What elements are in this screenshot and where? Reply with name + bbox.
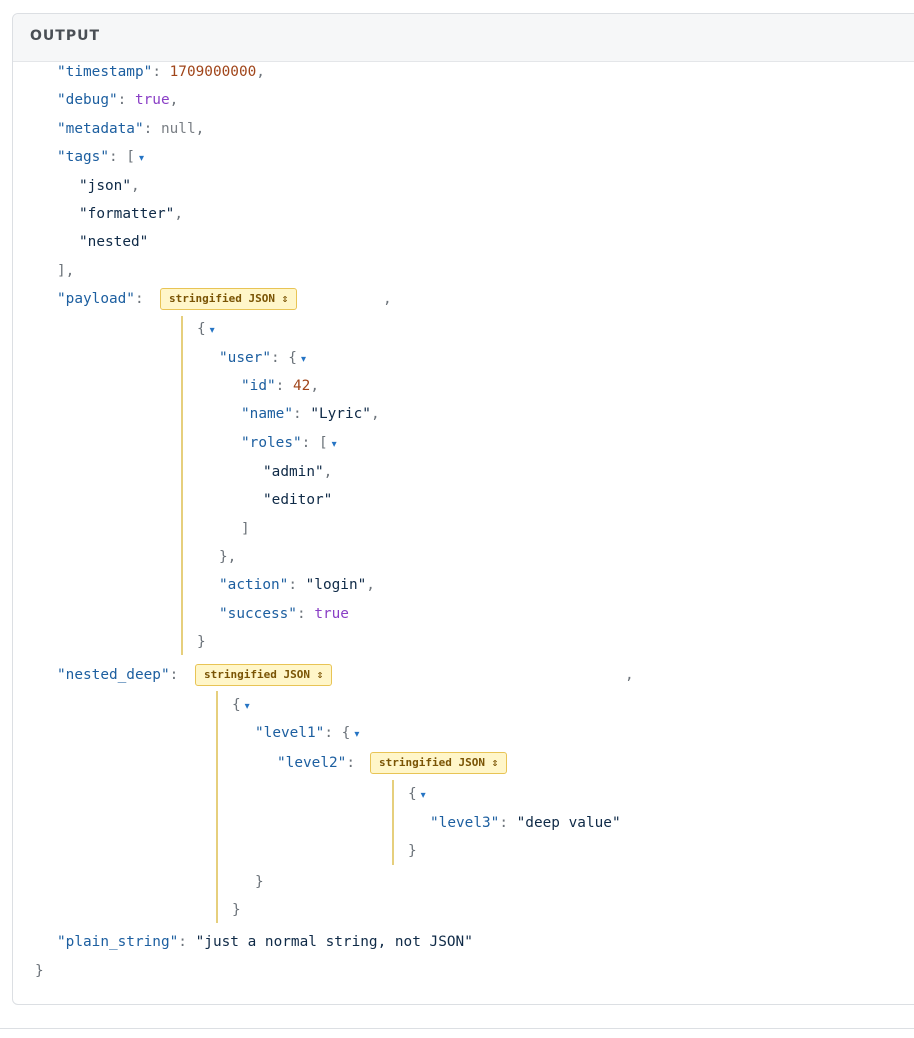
divider xyxy=(0,1028,914,1029)
collapse-caret-icon[interactable]: ▾ xyxy=(354,729,360,740)
output-panel: OUTPUT xyxy=(12,13,914,1005)
json-line-level1: "level1": {▾ xyxy=(255,725,360,741)
json-brace-close: } xyxy=(197,634,206,650)
json-brace-close: }, xyxy=(219,549,237,565)
panel-title: OUTPUT xyxy=(30,28,100,44)
json-bracket-close: ] xyxy=(241,521,250,537)
stringified-json-toggle[interactable]: stringified JSON ⇕ xyxy=(370,752,508,774)
json-line-level3: "level3": "deep value" xyxy=(430,815,621,831)
json-comma: , xyxy=(625,667,634,683)
json-array-item: "admin", xyxy=(263,464,333,480)
collapse-caret-icon[interactable]: ▾ xyxy=(209,325,215,336)
json-key: "nested_deep" xyxy=(57,667,170,683)
stringified-json-toggle[interactable]: stringified JSON ⇕ xyxy=(160,288,298,310)
json-line-user: "user": {▾ xyxy=(219,350,307,366)
stringified-json-guide xyxy=(216,691,218,923)
json-line-nested-deep: "nested_deep": xyxy=(57,667,179,683)
json-key: "tags" xyxy=(57,149,109,165)
stringified-json-guide xyxy=(392,780,394,865)
json-boolean-value: true xyxy=(134,92,170,108)
json-key: "payload" xyxy=(57,291,135,307)
collapse-caret-icon[interactable]: ▾ xyxy=(300,354,307,365)
json-line-debug: "debug": true, xyxy=(57,92,179,108)
json-line-level2: "level2": xyxy=(277,755,355,771)
json-line-timestamp: "timestamp": 1709000000, xyxy=(57,64,265,80)
stringified-json-guide xyxy=(181,316,183,655)
json-line-id: "id": 42, xyxy=(241,378,319,394)
output-panel-header: OUTPUT xyxy=(13,14,914,62)
collapse-caret-icon[interactable]: ▾ xyxy=(138,153,145,164)
collapse-caret-icon[interactable]: ▾ xyxy=(420,790,426,801)
json-comma: , xyxy=(383,291,392,307)
updown-arrows-icon: ⇕ xyxy=(316,668,324,681)
json-brace-open: {▾ xyxy=(232,697,250,713)
updown-arrows-icon: ⇕ xyxy=(491,756,499,769)
json-array-item: "formatter", xyxy=(79,206,183,222)
json-number-value: 1709000000 xyxy=(169,64,257,80)
json-array-item: "json", xyxy=(79,178,140,194)
json-brace-open: {▾ xyxy=(197,321,215,337)
collapse-caret-icon[interactable]: ▾ xyxy=(244,701,250,712)
json-brace-close: } xyxy=(255,874,264,890)
json-array-item: "editor" xyxy=(263,492,333,508)
json-line-name: "name": "Lyric", xyxy=(241,406,380,422)
json-key: "timestamp" xyxy=(57,64,153,80)
updown-arrows-icon: ⇕ xyxy=(281,292,289,305)
json-line-tags: "tags": [▾ xyxy=(57,149,145,165)
json-brace-close: } xyxy=(232,902,241,918)
json-line-metadata: "metadata": null, xyxy=(57,121,205,137)
json-line-roles: "roles": [▾ xyxy=(241,435,337,451)
json-line-plain-string: "plain_string": "just a normal string, n… xyxy=(57,934,473,950)
json-brace-close: } xyxy=(408,843,417,859)
collapse-caret-icon[interactable]: ▾ xyxy=(331,439,337,450)
json-line-action: "action": "login", xyxy=(219,577,375,593)
json-key: "metadata" xyxy=(57,121,144,137)
json-brace-open: {▾ xyxy=(408,786,426,802)
json-bracket-close: ], xyxy=(57,263,75,279)
json-line-payload: "payload": xyxy=(57,291,144,307)
json-root-brace-close: } xyxy=(35,963,44,979)
json-array-item: "nested" xyxy=(79,234,149,250)
stringified-json-toggle[interactable]: stringified JSON ⇕ xyxy=(195,664,333,686)
json-line-success: "success": true xyxy=(219,606,349,622)
json-null-value: null xyxy=(160,121,196,137)
json-key: "debug" xyxy=(57,92,118,108)
